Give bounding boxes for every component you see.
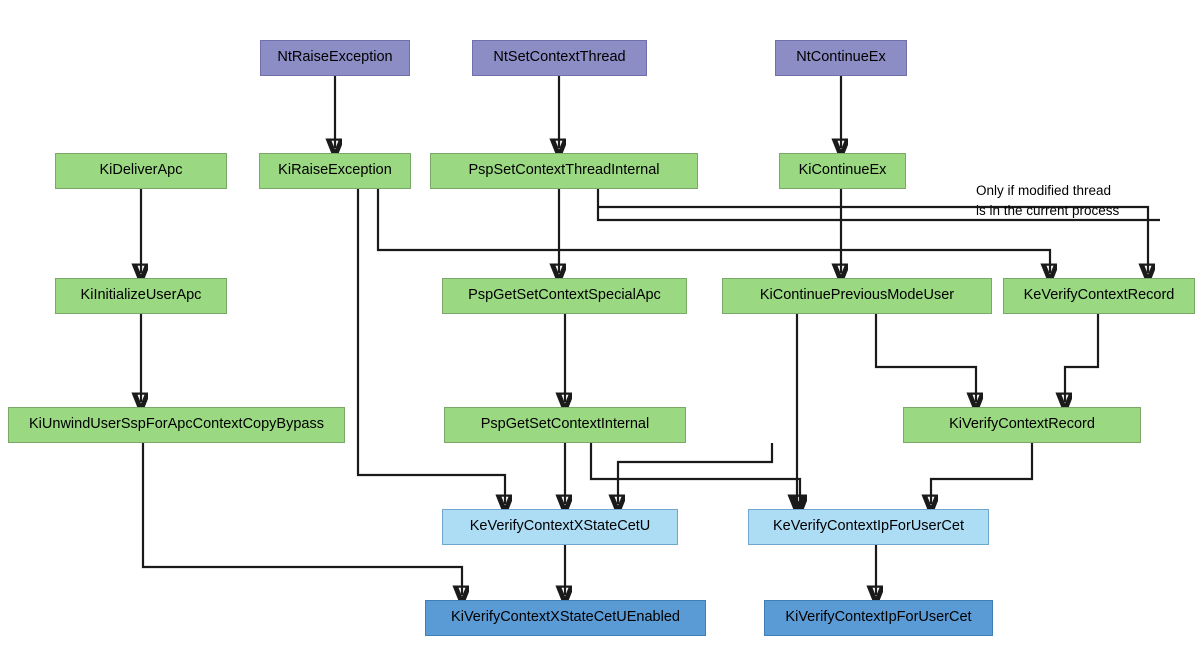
node-label: KiUnwindUserSspForApcContextCopyBypass xyxy=(29,416,324,433)
node-KeVerifyContextIpForUserCet[interactable]: KeVerifyContextIpForUserCet xyxy=(748,509,989,545)
edge-PspGetSetContextInternal-to-KeVerifyContextIpForUserCet xyxy=(589,443,800,504)
node-KeVerifyContextXStateCetU[interactable]: KeVerifyContextXStateCetU xyxy=(442,509,678,545)
edge-KiContinueEx-to-KeVerifyContextRecord xyxy=(598,205,1148,273)
node-KeVerifyContextRecord[interactable]: KeVerifyContextRecord xyxy=(1003,278,1195,314)
node-KiVerifyContextXStateCetUEnabled[interactable]: KiVerifyContextXStateCetUEnabled xyxy=(425,600,706,636)
node-PspGetSetContextInternal[interactable]: PspGetSetContextInternal xyxy=(444,407,686,443)
node-label: PspGetSetContextInternal xyxy=(480,416,650,433)
node-KiContinuePreviousModeUser[interactable]: KiContinuePreviousModeUser xyxy=(722,278,992,314)
node-label: NtSetContextThread xyxy=(493,49,626,66)
node-NtContinueEx[interactable]: NtContinueEx xyxy=(775,40,907,76)
edge-KiUnwindUserSspForApcContextCopyBypass-to-KiVerifyContextXStateCetUEnabled xyxy=(141,443,462,595)
node-label: KiInitializeUserApc xyxy=(80,287,202,304)
edge-KiContinuePreviousModeUser-to-KeVerifyContextXStateCetU xyxy=(618,443,774,504)
edge-KiVerifyContextRecord-to-KeVerifyContextIpForUserCet xyxy=(931,443,1034,504)
node-KiInitializeUserApc[interactable]: KiInitializeUserApc xyxy=(55,278,227,314)
node-label: KeVerifyContextXStateCetU xyxy=(469,518,651,535)
node-KiVerifyContextRecord[interactable]: KiVerifyContextRecord xyxy=(903,407,1141,443)
edge-KiRaiseException-to-KeVerifyContextRecord xyxy=(376,189,1050,273)
annotation-line-1: Only if modified thread xyxy=(976,183,1112,198)
node-label: KiContinuePreviousModeUser xyxy=(759,287,955,304)
node-PspGetSetContextSpecialApc[interactable]: PspGetSetContextSpecialApc xyxy=(442,278,687,314)
node-KiContinueEx[interactable]: KiContinueEx xyxy=(779,153,906,189)
node-label: PspGetSetContextSpecialApc xyxy=(468,287,661,304)
edge-PspSetContextThreadInternal-to-PspGetSetContextInternal xyxy=(596,189,1160,222)
edge-KiContinuePreviousModeUser-to-KiVerifyContextRecord xyxy=(874,314,976,402)
edges xyxy=(141,76,1160,595)
node-KiUnwindUserSspForApcContextCopyBypass[interactable]: KiUnwindUserSspForApcContextCopyBypass xyxy=(8,407,345,443)
node-label: KeVerifyContextRecord xyxy=(1023,287,1175,304)
node-label: KiContinueEx xyxy=(798,162,887,179)
node-label: KiDeliverApc xyxy=(99,162,183,179)
node-label: NtRaiseException xyxy=(277,49,393,66)
annotation-line-2: is in the current process xyxy=(976,202,1120,218)
node-label: PspSetContextThreadInternal xyxy=(468,162,660,179)
node-label: NtContinueEx xyxy=(796,49,886,66)
node-label: KiRaiseException xyxy=(278,162,392,179)
node-NtRaiseException[interactable]: NtRaiseException xyxy=(260,40,410,76)
node-KiDeliverApc[interactable]: KiDeliverApc xyxy=(55,153,227,189)
node-PspSetContextThreadInternal[interactable]: PspSetContextThreadInternal xyxy=(430,153,698,189)
node-KiVerifyContextIpForUserCet[interactable]: KiVerifyContextIpForUserCet xyxy=(764,600,993,636)
edge-KeVerifyContextRecord-to-KiVerifyContextRecord xyxy=(1065,314,1100,402)
node-label: KiVerifyContextIpForUserCet xyxy=(785,609,972,626)
node-label: KiVerifyContextRecord xyxy=(949,416,1095,433)
annotation-modified-thread-note: Only if modified thread is in the current… xyxy=(976,181,1119,220)
node-label: KeVerifyContextIpForUserCet xyxy=(773,518,964,535)
node-label: KiVerifyContextXStateCetUEnabled xyxy=(451,609,680,626)
node-NtSetContextThread[interactable]: NtSetContextThread xyxy=(472,40,647,76)
edge-KiRaiseException-to-KeVerifyContextXStateCetU xyxy=(356,189,505,504)
node-KiRaiseException[interactable]: KiRaiseException xyxy=(259,153,411,189)
